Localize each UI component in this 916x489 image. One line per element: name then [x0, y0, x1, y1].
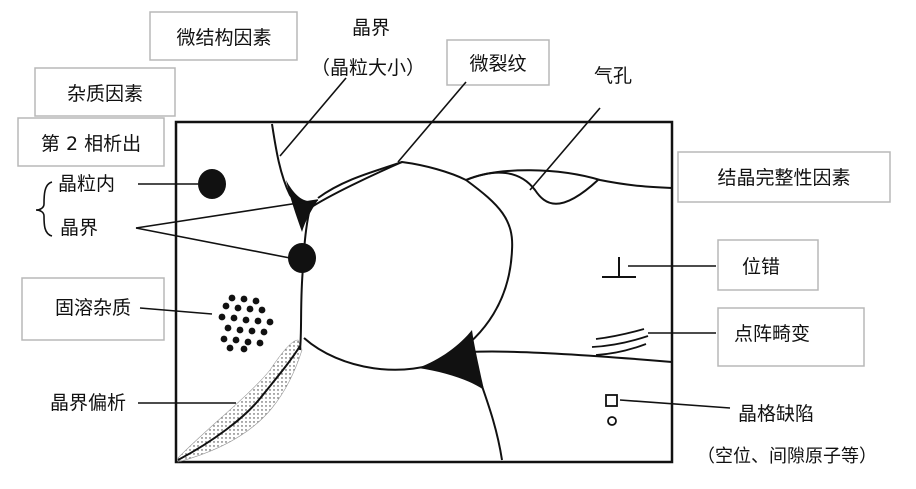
impurity-dot [260, 328, 268, 336]
impurity-dot [244, 338, 252, 346]
impurity-dot [226, 344, 234, 352]
vacancy-symbol [605, 394, 618, 407]
label-impurity: 杂质因素 [67, 83, 143, 105]
label-solid-solution: 固溶杂质 [55, 297, 131, 319]
label-microcrack: 微裂纹 [469, 53, 526, 75]
boundary-particle [288, 243, 316, 273]
label-segregation: 晶界偏析 [50, 392, 126, 414]
impurity-dot [240, 345, 248, 353]
microcrack-box [446, 39, 550, 86]
impurity-dot [236, 326, 244, 334]
label-dislocation: 位错 [742, 256, 780, 278]
boundary-phase-bottom [418, 330, 484, 390]
lattice-distortion-symbol [591, 328, 649, 356]
impurity-dot [254, 317, 262, 325]
impurity-dot [228, 294, 236, 302]
impurity-dot [258, 306, 266, 314]
impurity-dot [240, 295, 248, 303]
second-phase-box [17, 117, 165, 167]
label-second-phase: 第 2 相析出 [41, 133, 141, 155]
impurity-dot [242, 316, 250, 324]
impurity-dot [230, 314, 238, 322]
leader-lines [35, 77, 731, 409]
label-lattice-distortion: 点阵畸变 [734, 323, 810, 345]
solid-solution-dots [218, 294, 274, 353]
impurity-dot [218, 313, 226, 321]
segregation-band [177, 339, 303, 463]
impurity-box [34, 67, 176, 117]
solid-solution-box [21, 277, 165, 341]
impurity-dot [234, 304, 242, 312]
impurity-dot [222, 302, 230, 310]
crystal-integrity-box [677, 151, 891, 203]
label-microstructure: 微结构因素 [176, 27, 271, 49]
segregation-boundary [177, 345, 301, 461]
impurity-dot [220, 335, 228, 343]
grain-particle [198, 169, 226, 199]
impurity-dot [266, 318, 274, 326]
boundary-phase-top [286, 180, 318, 232]
label-in-grain: 晶粒内 [58, 173, 115, 195]
label-grain-size: （晶粒大小） [311, 57, 425, 79]
label-grain-boundary: 晶界 [352, 17, 390, 39]
label-crystal-integrity: 结晶完整性因素 [717, 167, 850, 189]
interstitial-symbol [607, 416, 617, 426]
impurity-dot [256, 339, 264, 347]
microstructure-box [149, 11, 298, 61]
impurity-dot [248, 327, 256, 335]
impurity-dot [224, 324, 232, 332]
impurity-dot [232, 336, 240, 344]
label-at-boundary: 晶界 [60, 217, 98, 239]
dislocation-symbol [602, 257, 636, 278]
lattice-distortion-box [717, 307, 865, 367]
label-defect-examples: （空位、间隙原子等） [697, 446, 877, 467]
dislocation-box [717, 239, 819, 291]
label-lattice-defect: 晶格缺陷 [738, 403, 814, 425]
impurity-dot [252, 297, 260, 305]
impurity-dot [246, 305, 254, 313]
label-pore: 气孔 [594, 65, 632, 87]
